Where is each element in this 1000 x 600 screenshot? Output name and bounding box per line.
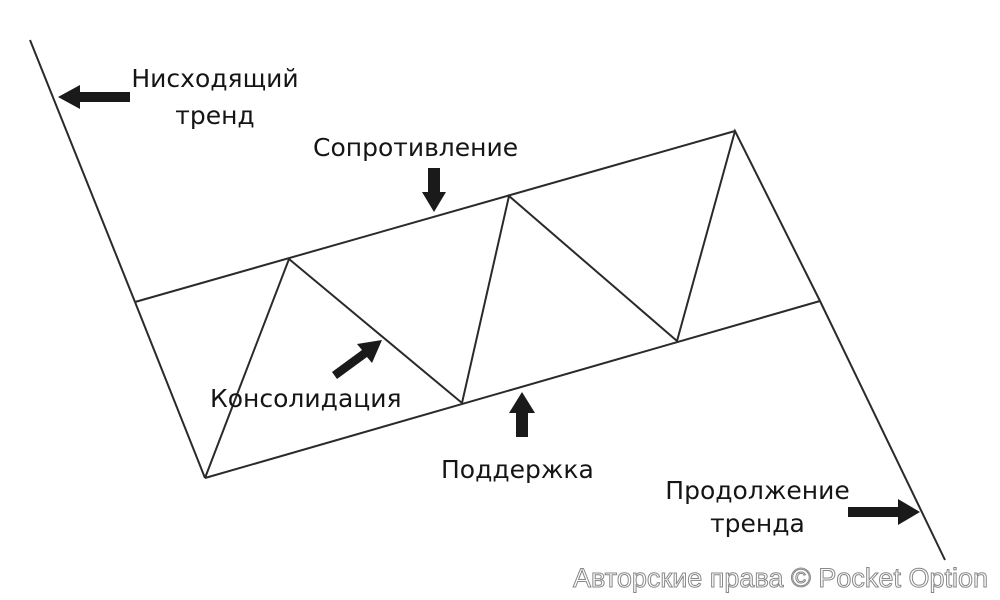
arrow-up-icon (509, 392, 535, 437)
continuation-label-line1: Продолжение (665, 476, 850, 505)
downtrend-line (29, 39, 136, 303)
downtrend-label: Нисходящий тренд (115, 64, 315, 131)
arrow-left-icon (58, 85, 130, 109)
downtrend-label-line2: тренд (175, 101, 255, 130)
downtrend-label-line1: Нисходящий (131, 64, 299, 93)
channel-left-edge (134, 301, 206, 479)
arrow-diagonal-icon (332, 340, 382, 379)
watermark: Авторские права © Pocket Option (573, 563, 989, 594)
resistance-label: Сопротивление (313, 133, 519, 162)
resistance-line (134, 130, 736, 303)
arrow-down-icon (422, 168, 446, 212)
consolidation-label: Консолидация (210, 384, 402, 413)
support-label: Поддержка (441, 455, 594, 484)
price-zigzag (204, 128, 946, 561)
continuation-label: Продолжение тренда (645, 476, 870, 539)
support-line (204, 300, 821, 479)
arrow-right-icon (848, 499, 920, 525)
continuation-label-line2: тренда (710, 509, 805, 538)
